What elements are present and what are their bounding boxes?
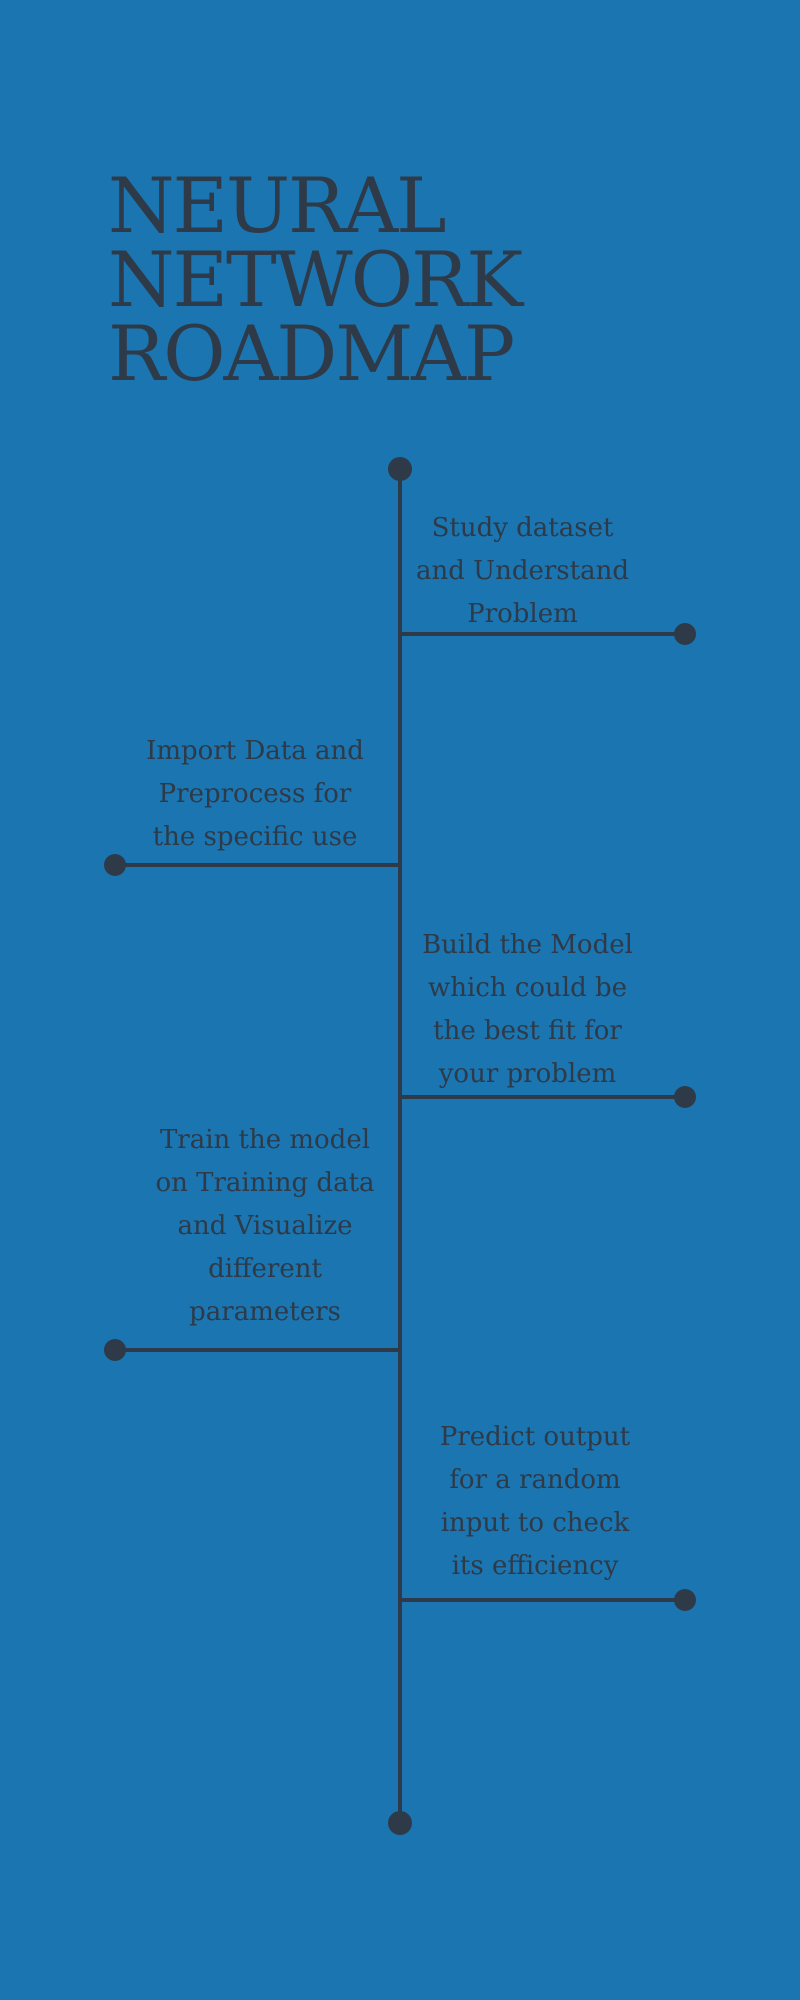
timeline-end-node [388, 1811, 412, 1835]
step-4-line: different [208, 1254, 322, 1284]
step-1-text: Study dataset and Understand Problem [405, 507, 640, 636]
step-3-line: which could be [427, 973, 628, 1003]
step-3-text: Build the Model which could be the best … [405, 924, 650, 1096]
step-4-line: and Visualize [177, 1211, 353, 1241]
step-3-line: your problem [438, 1059, 617, 1089]
step-4-line: on Training data [155, 1168, 375, 1198]
step-5-line: for a random [449, 1465, 621, 1495]
step-2-line: the specific use [152, 822, 358, 852]
step-4-line: Train the model [159, 1125, 371, 1155]
step-4-text: Train the model on Training data and Vis… [135, 1119, 395, 1334]
step-2-line: Import Data and [146, 736, 364, 766]
step-5-line: Predict output [439, 1422, 631, 1452]
step-2-text: Import Data and Preprocess for the speci… [130, 730, 380, 859]
step-3-line: the best fit for [433, 1016, 622, 1046]
step-5-line: input to check [440, 1508, 630, 1538]
step-2-node [104, 854, 126, 876]
step-5-node [674, 1589, 696, 1611]
step-2-line: Preprocess for [158, 779, 352, 809]
step-1-line: and Understand [416, 556, 629, 586]
title-line-roadmap: ROADMAP [108, 309, 515, 398]
step-5-text: Predict output for a random input to che… [415, 1416, 655, 1588]
step-1-node [674, 623, 696, 645]
timeline-start-node [388, 457, 412, 481]
step-1-line: Problem [467, 599, 578, 629]
step-1-line: Study dataset [431, 513, 614, 543]
step-4-node [104, 1339, 126, 1361]
title-line-neural: NEURAL [108, 161, 447, 250]
step-3-node [674, 1086, 696, 1108]
step-4-line: parameters [189, 1297, 341, 1327]
step-3-line: Build the Model [422, 930, 633, 960]
title-line-network: NETWORK [108, 235, 523, 324]
step-5-line: its efficiency [451, 1551, 619, 1581]
